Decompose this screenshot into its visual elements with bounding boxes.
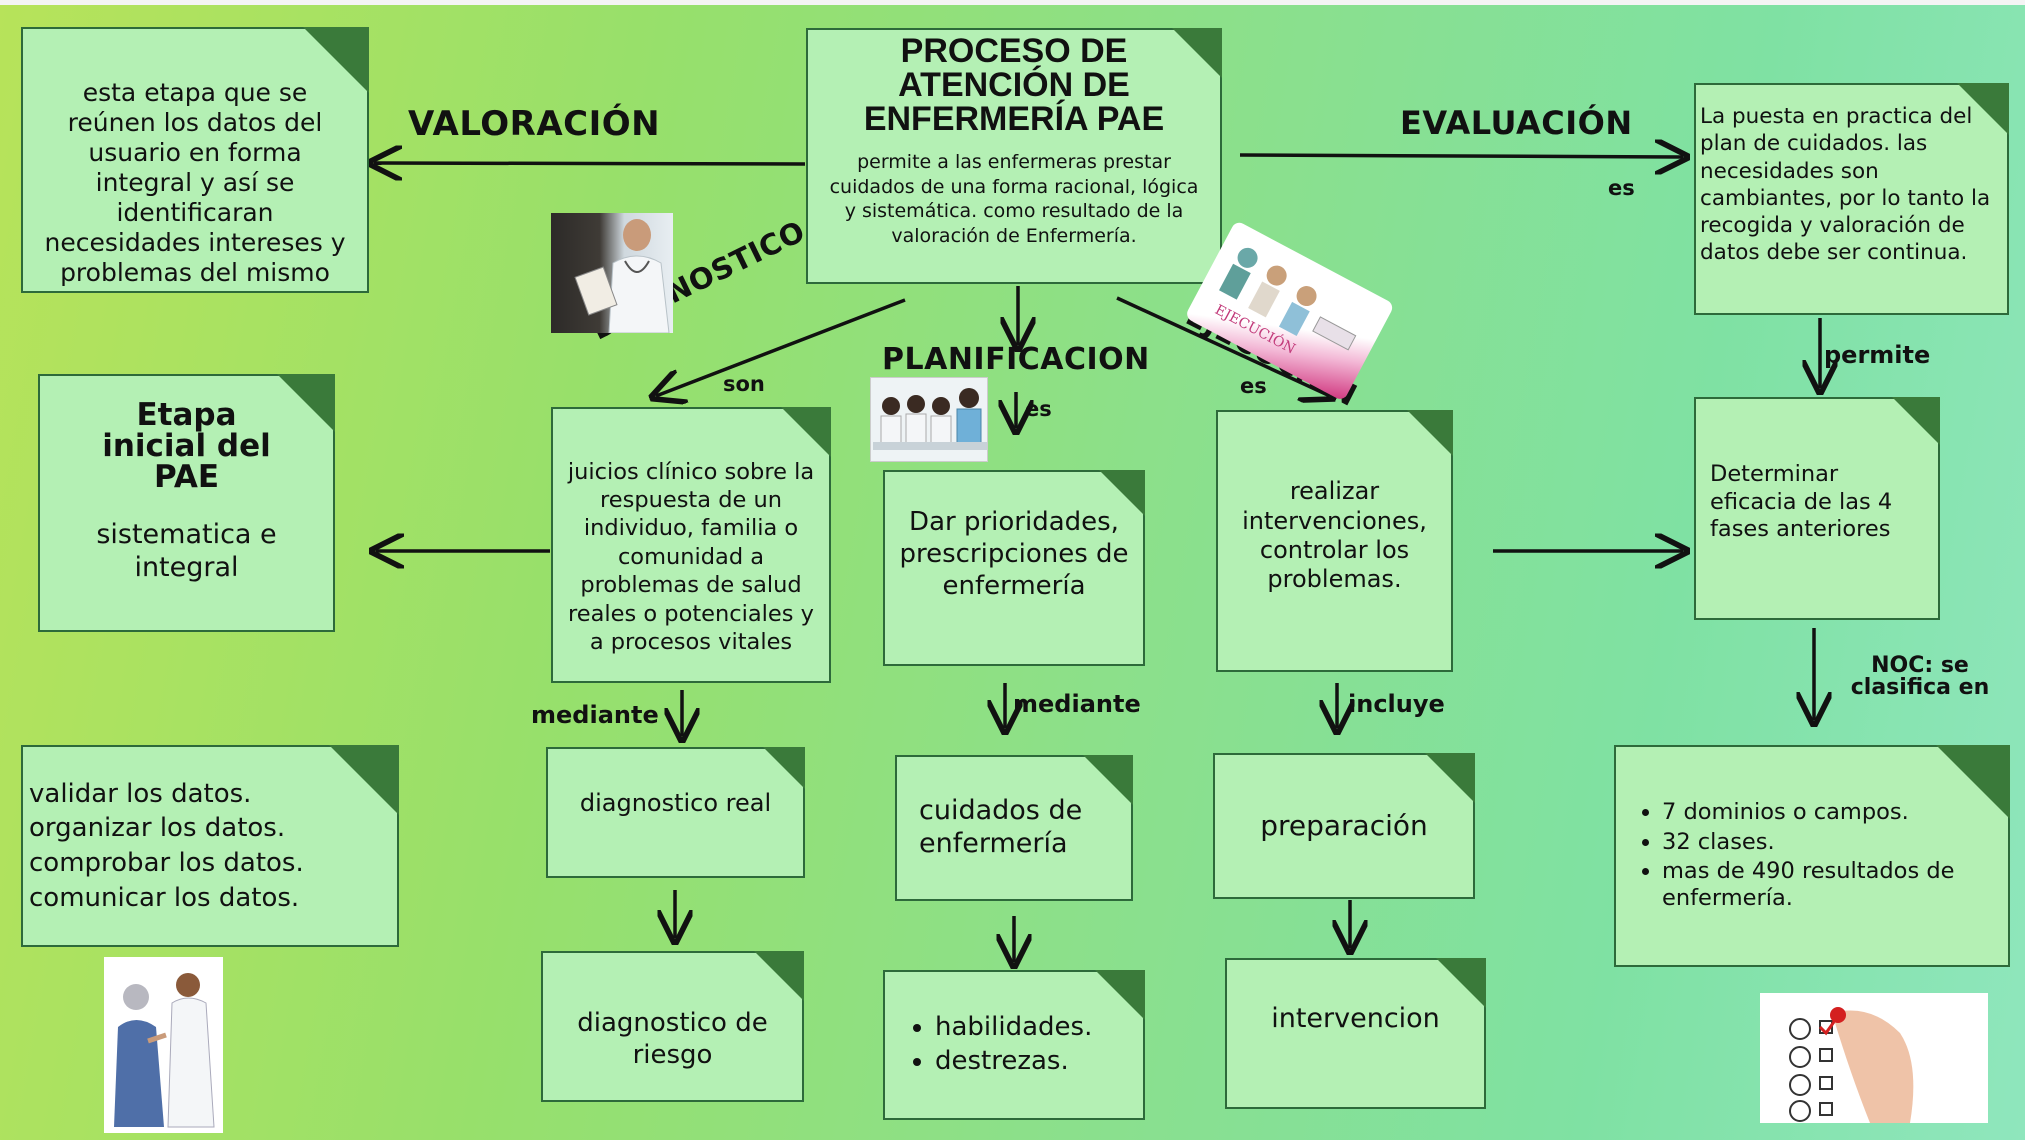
- fold-corner: [1425, 753, 1475, 803]
- center-node: PROCESO DE ATENCIÓN DE ENFERMERÍA PAE pe…: [806, 28, 1222, 284]
- arrow-to-ejecucion: [1116, 296, 1330, 396]
- fold-corner: [1095, 970, 1145, 1020]
- fold-corner: [1436, 958, 1486, 1008]
- label-son: son: [723, 372, 765, 396]
- note-noc-list: 7 dominios o campos. 32 clases. mas de 4…: [1614, 745, 2010, 967]
- label-es-plan: es: [1025, 397, 1052, 421]
- fold-corner: [303, 27, 369, 93]
- note-intervencion: intervencion: [1225, 958, 1486, 1109]
- fold-corner: [763, 747, 805, 789]
- prioridades-text: Dar prioridades, prescripciones de enfer…: [899, 507, 1129, 601]
- doctor-icon: [574, 219, 670, 333]
- doctor-patient-icon: [114, 973, 215, 1128]
- note-evaluacion-desc: La puesta en practica del plan de cuidad…: [1694, 83, 2009, 315]
- note-juicios: juicios clínico sobre la respuesta de un…: [551, 407, 831, 683]
- noc-item: mas de 490 resultados de enfermería.: [1662, 858, 1962, 913]
- juicios-text: juicios clínico sobre la respuesta de un…: [567, 458, 815, 655]
- valoracion-desc-text: esta etapa que se reúnen los datos del u…: [44, 77, 346, 287]
- habilidades-item: habilidades.: [935, 1012, 1092, 1044]
- label-es-eval: es: [1608, 176, 1635, 200]
- center-description: permite a las enfermeras prestar cuidado…: [829, 151, 1199, 248]
- label-permite: permite: [1824, 341, 1931, 369]
- eficacia-text: Determinar eficacia de las 4 fases anter…: [1710, 461, 1893, 543]
- fold-corner: [1099, 470, 1145, 516]
- doctor-clipboard-image: [551, 213, 673, 333]
- team-meeting-image: [870, 377, 988, 462]
- fold-corner: [781, 407, 831, 457]
- etapa-title: Etapa inicial del PAE: [102, 397, 271, 495]
- note-prioridades: Dar prioridades, prescripciones de enfer…: [883, 470, 1145, 666]
- arrow-to-valoracion: [374, 163, 806, 164]
- habilidades-item: destrezas.: [935, 1046, 1092, 1078]
- team-icon: [873, 388, 987, 450]
- habilidades-list: habilidades. destrezas.: [909, 1010, 1092, 1079]
- diag-real-text: diagnostico real: [579, 788, 772, 817]
- note-diagnostico-riesgo: diagnostico de riesgo: [541, 951, 804, 1102]
- preparacion-text: preparación: [1260, 808, 1428, 842]
- noc-item: 32 clases.: [1662, 829, 1962, 856]
- cuidados-text: cuidados de enfermería: [919, 795, 1083, 859]
- note-diagnostico-real: diagnostico real: [546, 747, 805, 878]
- label-incluye: incluye: [1348, 690, 1445, 718]
- fold-corner: [754, 951, 804, 1001]
- note-preparacion: preparación: [1213, 753, 1475, 899]
- evaluacion-desc-text: La puesta en practica del plan de cuidad…: [1700, 104, 1991, 266]
- etapa-desc: sistematica e integral: [96, 519, 277, 583]
- fold-corner: [1892, 397, 1940, 445]
- nurses-icon: [1219, 247, 1357, 351]
- ejecucion-sticker-image: EJECUCIÓN: [1184, 220, 1395, 402]
- note-etapa-inicial: Etapa inicial del PAE sistematica e inte…: [38, 374, 335, 632]
- stage-evaluacion: EVALUACIÓN: [1400, 104, 1633, 142]
- stage-valoracion: VALORACIÓN: [408, 104, 661, 144]
- intervencion-text: intervencion: [1271, 1003, 1440, 1035]
- validar-line-2: organizar los datos.: [29, 813, 286, 844]
- fold-corner: [1957, 83, 2009, 135]
- validar-line-4: comunicar los datos.: [29, 882, 300, 913]
- noc-item: 7 dominios o campos.: [1662, 799, 1962, 826]
- noc-list: 7 dominios o campos. 32 clases. mas de 4…: [1636, 797, 1962, 915]
- feedback-survey-image: [1760, 993, 1988, 1123]
- note-cuidados: cuidados de enfermería: [895, 755, 1133, 901]
- intervenciones-text: realizar intervenciones, controlar los p…: [1242, 477, 1427, 594]
- arrow-to-diagnostico: [656, 298, 906, 396]
- note-validar-datos: validar los datos. organizar los datos. …: [21, 745, 399, 947]
- fold-corner: [1936, 745, 2010, 819]
- doctor-patient-image: [104, 957, 223, 1133]
- note-eficacia: Determinar eficacia de las 4 fases anter…: [1694, 397, 1940, 620]
- fold-corner: [329, 745, 399, 815]
- label-mediante-plan: mediante: [1013, 690, 1141, 718]
- fold-corner: [1407, 410, 1453, 456]
- diag-riesgo-text: diagnostico de riesgo: [577, 1007, 768, 1070]
- fold-corner: [277, 374, 335, 432]
- top-band: [0, 0, 2025, 5]
- validar-line-1: validar los datos.: [29, 778, 252, 809]
- fold-corner: [1172, 28, 1222, 78]
- label-es-ejec: es: [1240, 374, 1267, 398]
- center-title: PROCESO DE ATENCIÓN DE ENFERMERÍA PAE: [863, 32, 1165, 138]
- note-valoracion-desc: esta etapa que se reúnen los datos del u…: [21, 27, 369, 293]
- label-noc: NOC: se clasifica en: [1850, 653, 1990, 700]
- arrow-to-evaluacion: [1239, 155, 1683, 157]
- label-mediante-diag: mediante: [531, 701, 659, 729]
- stage-planificacion: PLANIFICACION: [882, 342, 1150, 377]
- fold-corner: [1083, 755, 1133, 805]
- validar-line-3: comprobar los datos.: [29, 848, 304, 878]
- smiley-checklist-icon: [1789, 1007, 1914, 1123]
- note-intervenciones: realizar intervenciones, controlar los p…: [1216, 410, 1453, 672]
- note-habilidades: habilidades. destrezas.: [883, 970, 1145, 1120]
